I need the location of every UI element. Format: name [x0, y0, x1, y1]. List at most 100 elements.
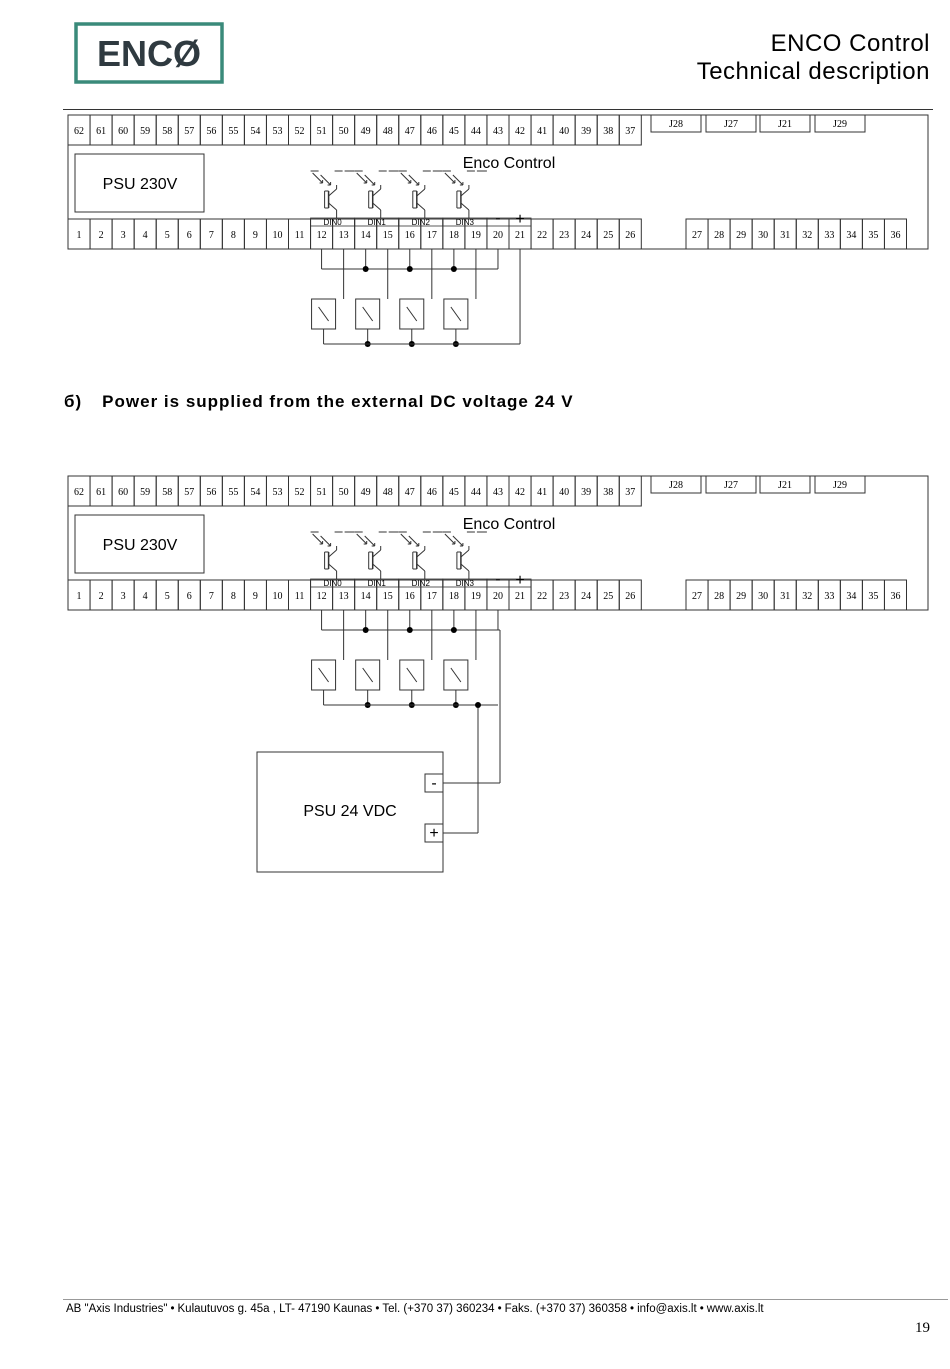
terminal-label: 51 [317, 487, 327, 498]
junction-dot [362, 627, 369, 633]
terminal-label: 56 [206, 126, 216, 137]
polarity-plus: + [515, 572, 524, 589]
opto-transistor-emitter [416, 563, 426, 572]
bullet-icon: • [630, 1303, 635, 1315]
terminal-label: 20 [493, 591, 503, 602]
opto-arrow [312, 172, 323, 184]
terminal-label: 62 [74, 487, 84, 498]
switch-contact [318, 667, 329, 683]
terminal-label: 39 [581, 487, 591, 498]
terminal-label: 50 [339, 126, 349, 137]
terminal-label: 29 [736, 591, 746, 602]
title-line-2: Technical description [696, 58, 930, 85]
document-title: ENCO Control Technical description [697, 30, 930, 86]
opto-transistor-collector [328, 188, 337, 197]
din-label: DIN2 [412, 579, 431, 588]
switch-contact [450, 667, 462, 683]
opto-transistor-collector [372, 549, 382, 558]
opto-transistor-collector [460, 549, 470, 558]
optocoupler-icon [310, 531, 355, 579]
terminal-label: 34 [846, 591, 856, 602]
bullet-icon: • [170, 1303, 175, 1315]
switch-contact [406, 667, 418, 683]
optocoupler-icon [354, 531, 399, 579]
opto-transistor-collector [328, 549, 337, 558]
enco-logo: ENCØ [74, 22, 224, 84]
opto-arrow [444, 172, 456, 184]
terminal-cell [883, 218, 908, 250]
page-number: 19 [915, 1320, 930, 1336]
polarity-minus: - [495, 571, 500, 588]
terminal-label: 1 [77, 230, 82, 241]
footer-web[interactable]: www.axis.lt [706, 1303, 764, 1315]
polarity-box [486, 217, 532, 227]
terminal-label: 38 [603, 126, 613, 137]
terminal-label: 33 [824, 591, 834, 602]
terminal-label: 21 [515, 591, 525, 602]
terminal-label: 33 [824, 230, 834, 241]
psu-minus-label: - [431, 775, 436, 792]
opto-transistor-collector [416, 188, 426, 197]
terminal-label: 39 [581, 126, 591, 137]
bullet-icon: • [497, 1303, 502, 1315]
title-line-1: ENCO Control [770, 30, 930, 57]
terminal-label: 5 [165, 230, 170, 241]
terminal-label: 11 [295, 591, 305, 602]
optocoupler-icon [442, 170, 487, 218]
din-label: DIN2 [412, 218, 431, 227]
terminal-label: 55 [228, 487, 238, 498]
optocoupler-icon [398, 170, 443, 218]
polarity-minus: - [495, 210, 500, 227]
terminal-label: 31 [780, 230, 790, 241]
terminal-label: 59 [140, 126, 150, 137]
psu-230v-box [74, 153, 205, 213]
terminal-label: 25 [603, 230, 613, 241]
opto-transistor-collector [416, 549, 426, 558]
terminal-label: 58 [162, 126, 172, 137]
optocoupler-icon [398, 531, 443, 579]
footer-email[interactable]: info@axis.lt [637, 1303, 697, 1315]
terminal-label: 14 [361, 230, 371, 241]
terminal-label: 3 [121, 230, 126, 241]
terminal-label: 45 [449, 126, 459, 137]
bullet-icon: • [699, 1303, 704, 1315]
opto-arrow [364, 174, 376, 186]
opto-transistor-emitter [372, 563, 382, 572]
terminal-label: 36 [890, 591, 900, 602]
optocoupler-icon [310, 170, 355, 218]
terminal-label: 25 [603, 591, 613, 602]
terminal-label: 32 [802, 591, 812, 602]
terminal-label: 13 [339, 230, 349, 241]
terminal-label: 19 [471, 230, 481, 241]
terminal-label: 28 [714, 230, 724, 241]
terminal-label: 50 [339, 487, 349, 498]
terminal-label: 35 [868, 591, 878, 602]
terminal-label: 7 [209, 230, 214, 241]
terminal-label: 3 [121, 591, 126, 602]
terminal-label: 24 [581, 230, 591, 241]
section-heading-b: б)Power is supplied from the external DC… [64, 392, 574, 412]
opto-transistor-collector [372, 188, 382, 197]
terminal-label: 15 [383, 591, 393, 602]
opto-arrow [356, 172, 368, 184]
polarity-plus: + [515, 211, 524, 228]
terminal-label: 2 [99, 230, 104, 241]
terminal-label: 55 [228, 126, 238, 137]
jumper-box [814, 114, 866, 133]
switch-contact [362, 306, 374, 322]
terminal-label: 45 [449, 487, 459, 498]
terminal-label: 34 [846, 230, 856, 241]
terminal-label: 4 [143, 230, 148, 241]
footer-fax: Faks. (+370 37) 360358 [504, 1303, 628, 1315]
terminal-label: 24 [581, 591, 591, 602]
terminal-label: 42 [515, 126, 525, 137]
terminal-label: 60 [118, 126, 128, 137]
section-marker: б) [64, 392, 83, 411]
terminal-label: 35 [868, 230, 878, 241]
jumper-label: J21 [778, 119, 792, 130]
optocoupler-icon [442, 531, 487, 579]
terminal-label: 9 [253, 230, 258, 241]
din-label: DIN1 [368, 218, 387, 227]
terminal-label: 59 [140, 487, 150, 498]
terminal-label: 46 [427, 487, 437, 498]
